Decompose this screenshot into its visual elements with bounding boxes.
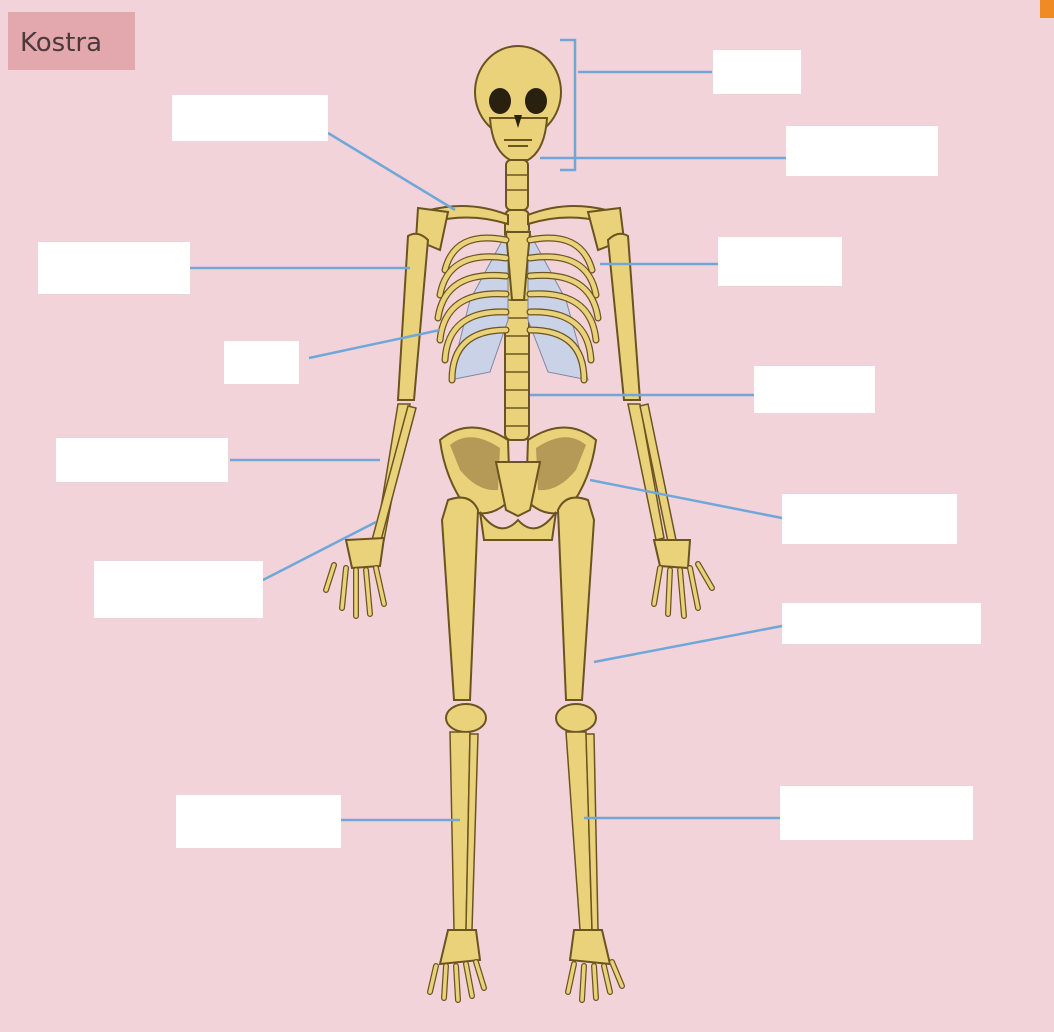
right-arm <box>608 234 712 616</box>
leader-line-femur <box>594 626 782 662</box>
label-box-7[interactable] <box>754 366 875 413</box>
label-box-1[interactable] <box>713 50 801 94</box>
left-leg <box>430 498 486 1000</box>
label-box-4[interactable] <box>38 242 190 294</box>
skull <box>475 46 561 160</box>
label-box-11[interactable] <box>782 603 981 644</box>
leader-line-ribs <box>309 330 440 358</box>
label-box-6[interactable] <box>224 341 299 384</box>
label-box-8[interactable] <box>56 438 228 482</box>
label-box-2[interactable] <box>786 126 938 176</box>
label-box-10[interactable] <box>94 561 263 618</box>
label-box-13[interactable] <box>780 786 973 840</box>
label-box-9[interactable] <box>782 494 957 544</box>
label-box-5[interactable] <box>718 237 842 286</box>
label-box-12[interactable] <box>176 795 341 848</box>
left-arm <box>326 234 428 616</box>
leader-line-pelvis <box>590 480 782 518</box>
right-leg <box>556 498 622 1000</box>
leader-line-collarbone <box>328 133 455 210</box>
label-box-3[interactable] <box>172 95 328 141</box>
skull-bracket <box>560 40 575 170</box>
